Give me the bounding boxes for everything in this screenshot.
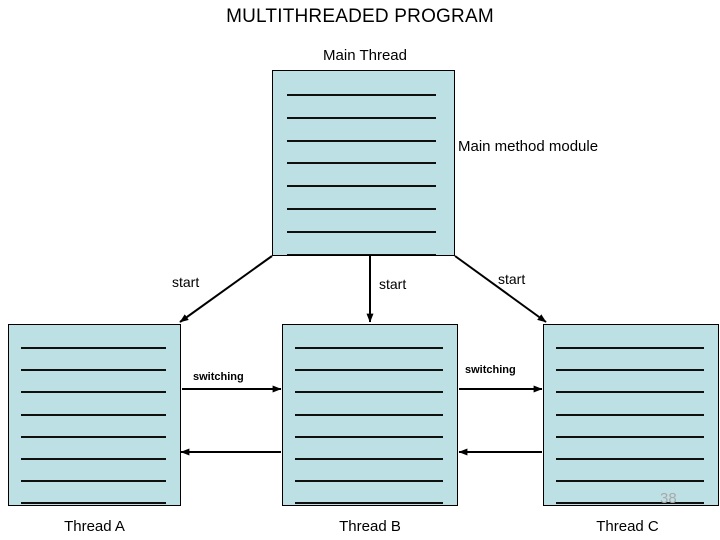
thread-a-caption: Thread A bbox=[64, 518, 125, 535]
code-line bbox=[295, 413, 443, 416]
code-line bbox=[287, 185, 436, 188]
code-line bbox=[556, 435, 704, 438]
start-label-center: start bbox=[379, 276, 407, 292]
code-line bbox=[556, 347, 704, 349]
code-line bbox=[287, 253, 436, 255]
code-line bbox=[295, 391, 443, 394]
start-label-left: start bbox=[172, 274, 200, 290]
page-title: MULTITHREADED PROGRAM bbox=[226, 6, 494, 27]
code-line bbox=[556, 480, 704, 483]
code-line bbox=[556, 369, 704, 372]
code-line bbox=[287, 94, 436, 96]
code-line bbox=[295, 502, 443, 505]
code-line bbox=[295, 435, 443, 438]
code-line bbox=[21, 502, 166, 505]
code-line bbox=[556, 391, 704, 394]
thread-c-box bbox=[543, 324, 719, 506]
switching-label-ab: switching bbox=[193, 371, 244, 383]
code-line bbox=[287, 208, 436, 210]
thread-a-code-lines bbox=[9, 325, 180, 505]
code-line bbox=[21, 369, 166, 372]
main-method-module-label: Main method module bbox=[458, 138, 599, 155]
code-line bbox=[21, 458, 166, 460]
thread-b-code-lines bbox=[283, 325, 457, 505]
main-thread-code-lines bbox=[273, 71, 454, 255]
code-line bbox=[287, 230, 436, 233]
code-line bbox=[21, 480, 166, 483]
code-line bbox=[295, 480, 443, 483]
code-line bbox=[295, 369, 443, 372]
code-line bbox=[556, 413, 704, 416]
switching-label-bc: switching bbox=[465, 364, 516, 376]
code-line bbox=[556, 502, 704, 505]
code-line bbox=[295, 458, 443, 460]
thread-c-caption: Thread C bbox=[596, 518, 659, 535]
main-thread-box bbox=[272, 70, 455, 256]
code-line bbox=[21, 391, 166, 394]
code-line bbox=[21, 347, 166, 349]
thread-a-box bbox=[8, 324, 181, 506]
code-line bbox=[21, 435, 166, 438]
page-number-artifact: 38 bbox=[660, 490, 677, 507]
code-line bbox=[287, 162, 436, 165]
start-arrow-right bbox=[454, 255, 547, 323]
main-thread-caption: Main Thread bbox=[323, 47, 407, 64]
code-line bbox=[21, 413, 166, 416]
thread-b-caption: Thread B bbox=[339, 518, 401, 535]
thread-b-box bbox=[282, 324, 458, 506]
start-label-right: start bbox=[498, 271, 526, 287]
code-line bbox=[556, 458, 704, 460]
thread-c-code-lines bbox=[544, 325, 718, 505]
code-line bbox=[287, 139, 436, 142]
code-line bbox=[287, 116, 436, 119]
code-line bbox=[295, 347, 443, 349]
